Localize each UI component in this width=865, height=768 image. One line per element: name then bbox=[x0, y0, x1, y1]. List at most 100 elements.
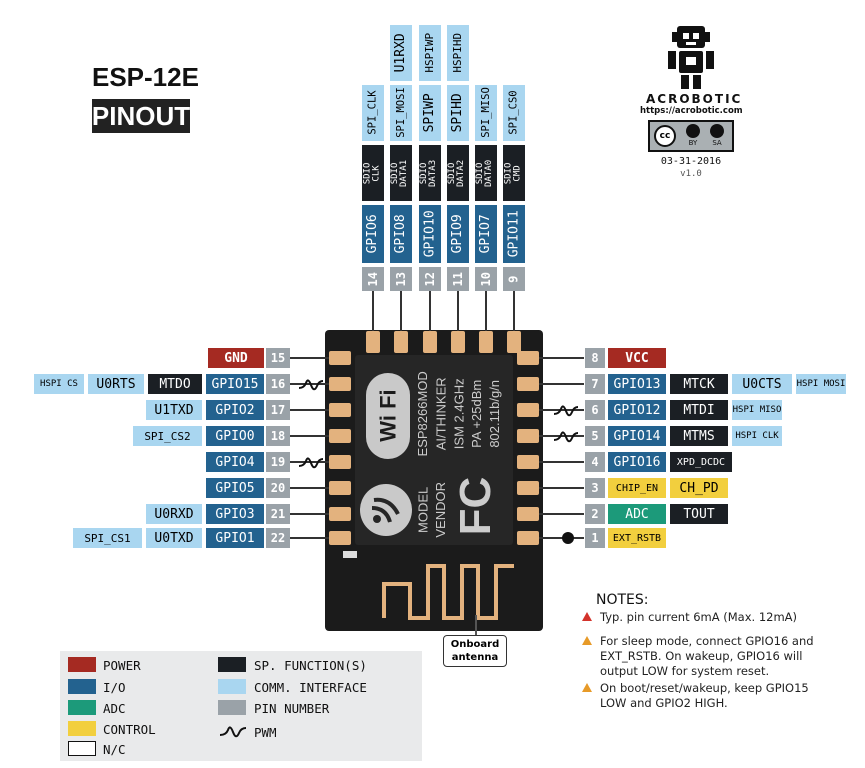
pin-function-label: GPIO4 bbox=[206, 452, 264, 472]
legend-swatch-comm bbox=[218, 679, 246, 694]
pwm-icon bbox=[298, 457, 324, 469]
pin-pad bbox=[451, 331, 465, 353]
pin-number: 15 bbox=[266, 348, 290, 368]
legend-swatch-io bbox=[68, 679, 96, 694]
pin-number: 22 bbox=[266, 528, 290, 548]
pin-pad bbox=[517, 377, 539, 391]
legend-swatch-control bbox=[68, 721, 96, 736]
pin-lead bbox=[539, 537, 584, 539]
license-sa: SA bbox=[712, 139, 722, 147]
pin-pad bbox=[517, 351, 539, 365]
board-line3-text: ISM 2.4GHz bbox=[451, 378, 467, 450]
pin-lead bbox=[372, 291, 374, 331]
pin-pad bbox=[394, 331, 408, 353]
pin-lead bbox=[429, 291, 431, 331]
board-line2-text: AI/THINKER bbox=[433, 377, 449, 451]
pin-pad bbox=[517, 507, 539, 521]
pin-function-label: GPIO16 bbox=[608, 452, 666, 472]
legend-swatch-adc bbox=[68, 700, 96, 715]
wifi-logo-text: Wi Fi bbox=[375, 389, 401, 443]
pin-function-label: MTMS bbox=[670, 426, 728, 446]
cc-icon: cc bbox=[654, 125, 676, 147]
pin-function-label: SPI_CS2 bbox=[133, 426, 202, 446]
pin-function-label: VCC bbox=[608, 348, 666, 368]
warning-icon bbox=[582, 636, 592, 645]
legend-label: SP. FUNCTION(S) bbox=[254, 658, 367, 673]
pin-pad bbox=[517, 429, 539, 443]
pin-function-label: GPIO12 bbox=[608, 400, 666, 420]
pin-function-label: GPIO2 bbox=[206, 400, 264, 420]
board-line1-text: ESP8266MOD bbox=[415, 371, 431, 457]
pin-function-label: HSPI CS bbox=[34, 374, 84, 394]
by-icon bbox=[686, 124, 700, 138]
pin-lead bbox=[539, 487, 584, 489]
legend-label: I/O bbox=[103, 680, 126, 695]
note-item: Typ. pin current 6mA (Max. 12mA) bbox=[600, 610, 798, 624]
pin-lead bbox=[539, 383, 584, 385]
pin-number: 20 bbox=[266, 478, 290, 498]
pin-number: 13 bbox=[390, 267, 412, 291]
warning-icon bbox=[582, 612, 592, 621]
pin-lead bbox=[290, 537, 329, 539]
pin-pad bbox=[329, 377, 351, 391]
pin-function-label: U1TXD bbox=[146, 400, 202, 420]
pin-number: 6 bbox=[585, 400, 605, 420]
pin-pad bbox=[479, 331, 493, 353]
pin-pad bbox=[329, 403, 351, 417]
pin-number: 17 bbox=[266, 400, 290, 420]
brand-version: v1.0 bbox=[680, 169, 702, 179]
pin-lead bbox=[290, 409, 329, 411]
espressif-logo-icon bbox=[360, 484, 412, 536]
pin-pad bbox=[329, 455, 351, 469]
legend-label: ADC bbox=[103, 701, 126, 716]
pin-pad bbox=[329, 351, 351, 365]
reset-dot-icon bbox=[562, 532, 574, 544]
pin-number: 12 bbox=[419, 267, 441, 291]
pin-function-label: GPIO5 bbox=[206, 478, 264, 498]
sa-icon bbox=[710, 124, 724, 138]
pin-pad bbox=[329, 507, 351, 521]
extra-function-label: HSPIWP bbox=[419, 25, 441, 81]
pin-lead bbox=[290, 357, 329, 359]
pin-function-label: U0RTS bbox=[88, 374, 144, 394]
pin-lead bbox=[290, 487, 329, 489]
pin-number: 1 bbox=[585, 528, 605, 548]
pin-pad bbox=[507, 331, 521, 353]
spi-label: SPI_MISO bbox=[475, 85, 497, 141]
pin-pad bbox=[517, 455, 539, 469]
fcc-logo-icon: FC bbox=[450, 476, 500, 536]
pin-number: 2 bbox=[585, 504, 605, 524]
antenna-pointer bbox=[475, 615, 477, 637]
antenna-label: Onboard antenna bbox=[443, 635, 507, 667]
legend-swatch-spf bbox=[218, 657, 246, 672]
pin-function-label: CHIP_EN bbox=[608, 478, 666, 498]
legend-swatch-pinno bbox=[218, 700, 246, 715]
pin-number: 14 bbox=[362, 267, 384, 291]
pin-pad bbox=[329, 429, 351, 443]
pin-function-label: HSPI MISO bbox=[732, 400, 782, 420]
pin-number: 7 bbox=[585, 374, 605, 394]
license-by: BY bbox=[688, 139, 698, 147]
legend-label: PWM bbox=[254, 725, 277, 740]
pwm-icon bbox=[553, 405, 579, 417]
pwm-icon bbox=[553, 431, 579, 443]
pin-function-label: U0RXD bbox=[146, 504, 202, 524]
legend-label: COMM. INTERFACE bbox=[254, 680, 367, 695]
pin-function-label: MTDO bbox=[148, 374, 202, 394]
board-model-text: MODEL bbox=[415, 486, 431, 534]
board-line4-text: PA +25dBm bbox=[469, 379, 485, 449]
pin-function-label: U0CTS bbox=[732, 374, 792, 394]
pin-function-label: ADC bbox=[608, 504, 666, 524]
legend-swatch-power bbox=[68, 657, 96, 672]
pin-function-label: GND bbox=[208, 348, 264, 368]
pin-pad bbox=[517, 403, 539, 417]
pinout-title: ESP-12E bbox=[92, 62, 199, 92]
robot-logo-icon bbox=[668, 26, 714, 89]
pin-number: 5 bbox=[585, 426, 605, 446]
pin-function-label: GPIO14 bbox=[608, 426, 666, 446]
